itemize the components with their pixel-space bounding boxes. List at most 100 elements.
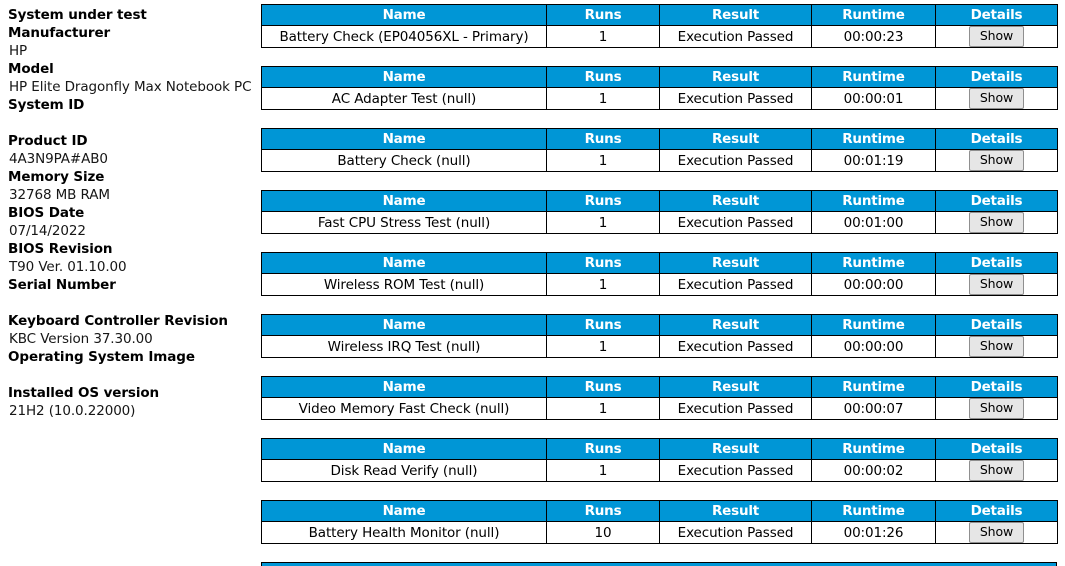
column-header-name: Name (261, 500, 547, 522)
column-header-result: Result (659, 66, 812, 88)
column-header-details: Details (935, 66, 1058, 88)
cell-details: Show (935, 211, 1058, 234)
cell-result: Execution Passed (659, 273, 812, 296)
system-info-label: Manufacturer (8, 25, 111, 41)
show-details-button[interactable]: Show (968, 460, 1025, 481)
cell-name: Fast CPU Stress Test (null) (261, 211, 547, 234)
cell-runs: 1 (546, 335, 660, 358)
system-under-test-heading: System under test (8, 7, 147, 23)
system-info-label: Installed OS version (8, 385, 160, 401)
show-details-button[interactable]: Show (968, 88, 1025, 109)
column-header-result: Result (659, 314, 812, 336)
column-header-runs: Runs (546, 66, 660, 88)
cell-runs: 1 (546, 25, 660, 48)
system-info-label: BIOS Revision (8, 241, 113, 257)
system-info-value: KBC Version 37.30.00 (9, 331, 153, 347)
column-header-runs: Runs (546, 376, 660, 398)
cell-result: Execution Passed (659, 25, 812, 48)
show-details-button[interactable]: Show (968, 150, 1025, 171)
cell-runtime: 00:00:23 (811, 25, 936, 48)
show-details-button[interactable]: Show (968, 336, 1025, 357)
system-info-value (8, 114, 258, 132)
show-details-button[interactable]: Show (968, 212, 1025, 233)
system-info-value (8, 294, 258, 312)
cell-runs: 1 (546, 459, 660, 482)
column-header-result: Result (659, 252, 812, 274)
show-details-button[interactable]: Show (968, 274, 1025, 295)
cell-runtime: 00:01:26 (811, 521, 936, 544)
cell-result: Execution Passed (659, 87, 812, 110)
system-info-value: 21H2 (10.0.22000) (9, 403, 136, 419)
show-details-button[interactable]: Show (968, 26, 1025, 47)
column-header-runtime: Runtime (811, 66, 936, 88)
column-header-name: Name (261, 438, 547, 460)
cell-runtime: 00:00:07 (811, 397, 936, 420)
system-info-label: System ID (8, 97, 85, 113)
cell-name: Wireless IRQ Test (null) (261, 335, 547, 358)
system-info-label: Product ID (8, 133, 88, 149)
system-info-value: 4A3N9PA#AB0 (9, 151, 108, 167)
column-header-name: Name (261, 376, 547, 398)
cell-result: Execution Passed (659, 211, 812, 234)
column-header-details: Details (935, 128, 1058, 150)
column-header-runtime: Runtime (811, 252, 936, 274)
system-info-label: Operating System Image (8, 349, 195, 365)
column-header-result: Result (659, 438, 812, 460)
column-header-result: Result (659, 128, 812, 150)
column-header-details: Details (935, 438, 1058, 460)
system-info-value: HP Elite Dragonfly Max Notebook PC (9, 79, 252, 95)
show-details-button[interactable]: Show (968, 398, 1025, 419)
system-info-label: BIOS Date (8, 205, 85, 221)
show-details-button[interactable]: Show (968, 522, 1025, 543)
cell-runtime: 00:00:02 (811, 459, 936, 482)
cell-details: Show (935, 521, 1058, 544)
column-header-details: Details (935, 252, 1058, 274)
column-header-runs: Runs (546, 500, 660, 522)
column-header-runtime: Runtime (811, 376, 936, 398)
column-header-details: Details (935, 376, 1058, 398)
cell-details: Show (935, 149, 1058, 172)
cell-runs: 1 (546, 211, 660, 234)
cell-runtime: 00:00:01 (811, 87, 936, 110)
system-info-value: 07/14/2022 (9, 223, 86, 239)
cell-result: Execution Passed (659, 459, 812, 482)
cell-details: Show (935, 397, 1058, 420)
column-header-runs: Runs (546, 252, 660, 274)
column-header-details: Details (935, 190, 1058, 212)
cell-name: Wireless ROM Test (null) (261, 273, 547, 296)
cell-result: Execution Passed (659, 335, 812, 358)
system-info-label: Model (8, 61, 54, 77)
cell-name: Battery Check (EP04056XL - Primary) (261, 25, 547, 48)
system-info-label: Keyboard Controller Revision (8, 313, 228, 329)
system-info-label: Memory Size (8, 169, 105, 185)
cell-runs: 10 (546, 521, 660, 544)
cell-runtime: 00:00:00 (811, 335, 936, 358)
column-header-details: Details (935, 314, 1058, 336)
column-header-runs: Runs (546, 4, 660, 26)
column-header-details: Details (935, 4, 1058, 26)
system-info-label: Serial Number (8, 277, 116, 293)
system-info-value: T90 Ver. 01.10.00 (9, 259, 127, 275)
column-header-result: Result (659, 376, 812, 398)
